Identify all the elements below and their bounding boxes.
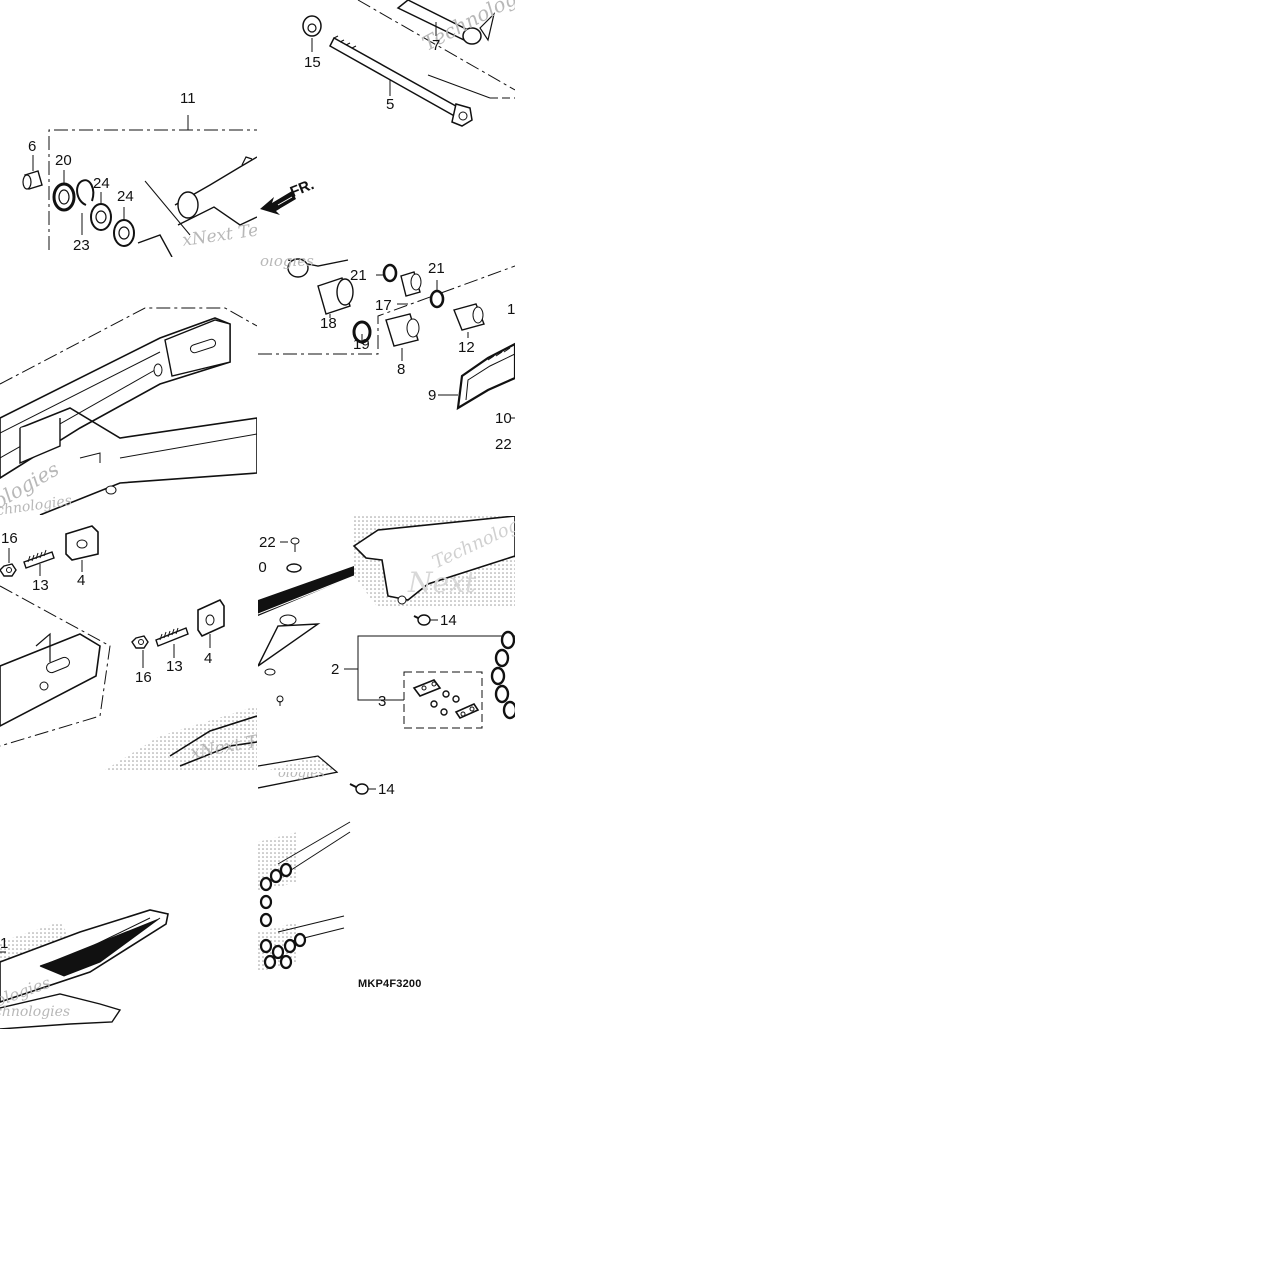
callout-11: 11 bbox=[180, 90, 196, 107]
callout-3: 3 bbox=[378, 693, 387, 710]
callout-1: 1 bbox=[0, 935, 9, 952]
callout-24a: 24 bbox=[93, 175, 110, 192]
nut-10-icon bbox=[286, 563, 302, 573]
pivot-bolt-5-icon bbox=[329, 35, 473, 127]
bushing-drawing bbox=[258, 258, 515, 419]
callout-13b: 13 bbox=[166, 658, 183, 675]
bushing-17-icon bbox=[400, 271, 422, 297]
watermark: Next bbox=[408, 566, 477, 599]
callout-9: 9 bbox=[428, 387, 437, 404]
bolt-14a-icon bbox=[413, 614, 431, 626]
bearing-24a-icon bbox=[90, 203, 112, 231]
adjuster-drawing bbox=[0, 525, 257, 773]
callout-22b: 22 bbox=[259, 534, 276, 551]
callout-24b: 24 bbox=[117, 188, 134, 205]
swingarm-tile: ologies chnologies bbox=[0, 258, 257, 515]
chain-lower-tile: ologies 14 MKP4F3200 bbox=[258, 772, 515, 1029]
callout-14b: 14 bbox=[378, 781, 395, 798]
adjuster-7-icon bbox=[396, 0, 496, 45]
chain-slider-9-icon bbox=[456, 342, 515, 411]
callout-6: 6 bbox=[28, 138, 37, 155]
diagram-code: MKP4F3200 bbox=[358, 978, 422, 990]
chain-tile: Next Technologies 22 10 14 2 3 bbox=[258, 516, 515, 773]
drive-chain-lower-icon bbox=[259, 862, 307, 970]
callout-1b: 1 bbox=[507, 301, 515, 318]
callout-16a: 16 bbox=[1, 530, 18, 547]
fender-drawing bbox=[0, 909, 169, 1029]
callout-10b: 10 bbox=[258, 559, 267, 576]
circlip-23-icon bbox=[76, 179, 95, 206]
adjuster-block-4a-icon bbox=[65, 525, 99, 561]
bolt-14b-icon bbox=[349, 783, 369, 795]
nut-16a-icon bbox=[0, 563, 17, 577]
callout-10a: 10 bbox=[495, 410, 512, 427]
callout-12: 12 bbox=[458, 339, 475, 356]
callout-16b: 16 bbox=[135, 669, 152, 686]
swingarm-drawing bbox=[0, 307, 257, 515]
drive-chain-2-icon bbox=[490, 630, 515, 720]
callout-13a: 13 bbox=[32, 577, 49, 594]
watermark: chnologies bbox=[0, 1004, 71, 1020]
callout-22a: 22 bbox=[495, 436, 512, 453]
callout-8: 8 bbox=[397, 361, 406, 378]
collar-12-icon bbox=[453, 303, 485, 331]
bolt-13a-icon bbox=[23, 549, 55, 569]
callout-7: 7 bbox=[432, 37, 441, 54]
nut-16b-icon bbox=[131, 635, 149, 649]
pivot-bolt-drawing bbox=[302, 0, 515, 127]
nut-15-icon bbox=[302, 15, 322, 37]
watermark: ologies bbox=[278, 772, 325, 781]
callout-2: 2 bbox=[331, 661, 340, 678]
callout-21b: 21 bbox=[428, 260, 445, 277]
watermark: ologies bbox=[260, 258, 314, 270]
bushing-tile: ologies 21 21 17 18 19 8 12 1 9 10 22 bbox=[258, 258, 515, 515]
callout-5: 5 bbox=[386, 96, 395, 113]
front-arrow-icon bbox=[260, 191, 296, 215]
callout-4b: 4 bbox=[204, 650, 213, 667]
bearing-24b-icon bbox=[113, 219, 135, 247]
callout-19: 19 bbox=[353, 336, 370, 353]
adjuster-block-4b-icon bbox=[197, 598, 225, 638]
pivot-bolt-tile: Technologies 15 5 7 bbox=[258, 0, 515, 257]
collar-8-icon bbox=[385, 313, 420, 347]
callout-23: 23 bbox=[73, 237, 90, 254]
chain-drawing bbox=[258, 516, 515, 773]
chain-case-1-icon bbox=[0, 909, 169, 1029]
seal-20-icon bbox=[52, 182, 76, 212]
screw-22-icon bbox=[290, 537, 300, 552]
bolt-13b-icon bbox=[155, 627, 189, 647]
callout-21a: 21 bbox=[350, 267, 367, 284]
collar-6-icon bbox=[22, 170, 43, 190]
direction-tile: FR. bbox=[258, 175, 328, 225]
callout-17: 17 bbox=[375, 297, 392, 314]
adjuster-tile: xNext Tec 16 13 4 16 13 4 bbox=[0, 516, 257, 773]
master-link-3-icon bbox=[412, 679, 480, 720]
seal-21a-icon bbox=[382, 263, 398, 283]
callout-20: 20 bbox=[55, 152, 72, 169]
bearing-group-tile: xNext Tec 11 6 20 23 24 24 bbox=[0, 85, 257, 257]
chain-lower-drawing bbox=[258, 772, 376, 972]
callout-18: 18 bbox=[320, 315, 337, 332]
callout-15: 15 bbox=[304, 54, 321, 71]
callout-14a: 14 bbox=[440, 612, 457, 629]
bearing-group-drawing bbox=[22, 115, 257, 257]
callout-4a: 4 bbox=[77, 572, 86, 589]
seal-21b-icon bbox=[429, 289, 445, 309]
fender-tile: chnologies ologies 1 bbox=[0, 772, 257, 1029]
needle-bearing-18-icon bbox=[317, 277, 354, 315]
